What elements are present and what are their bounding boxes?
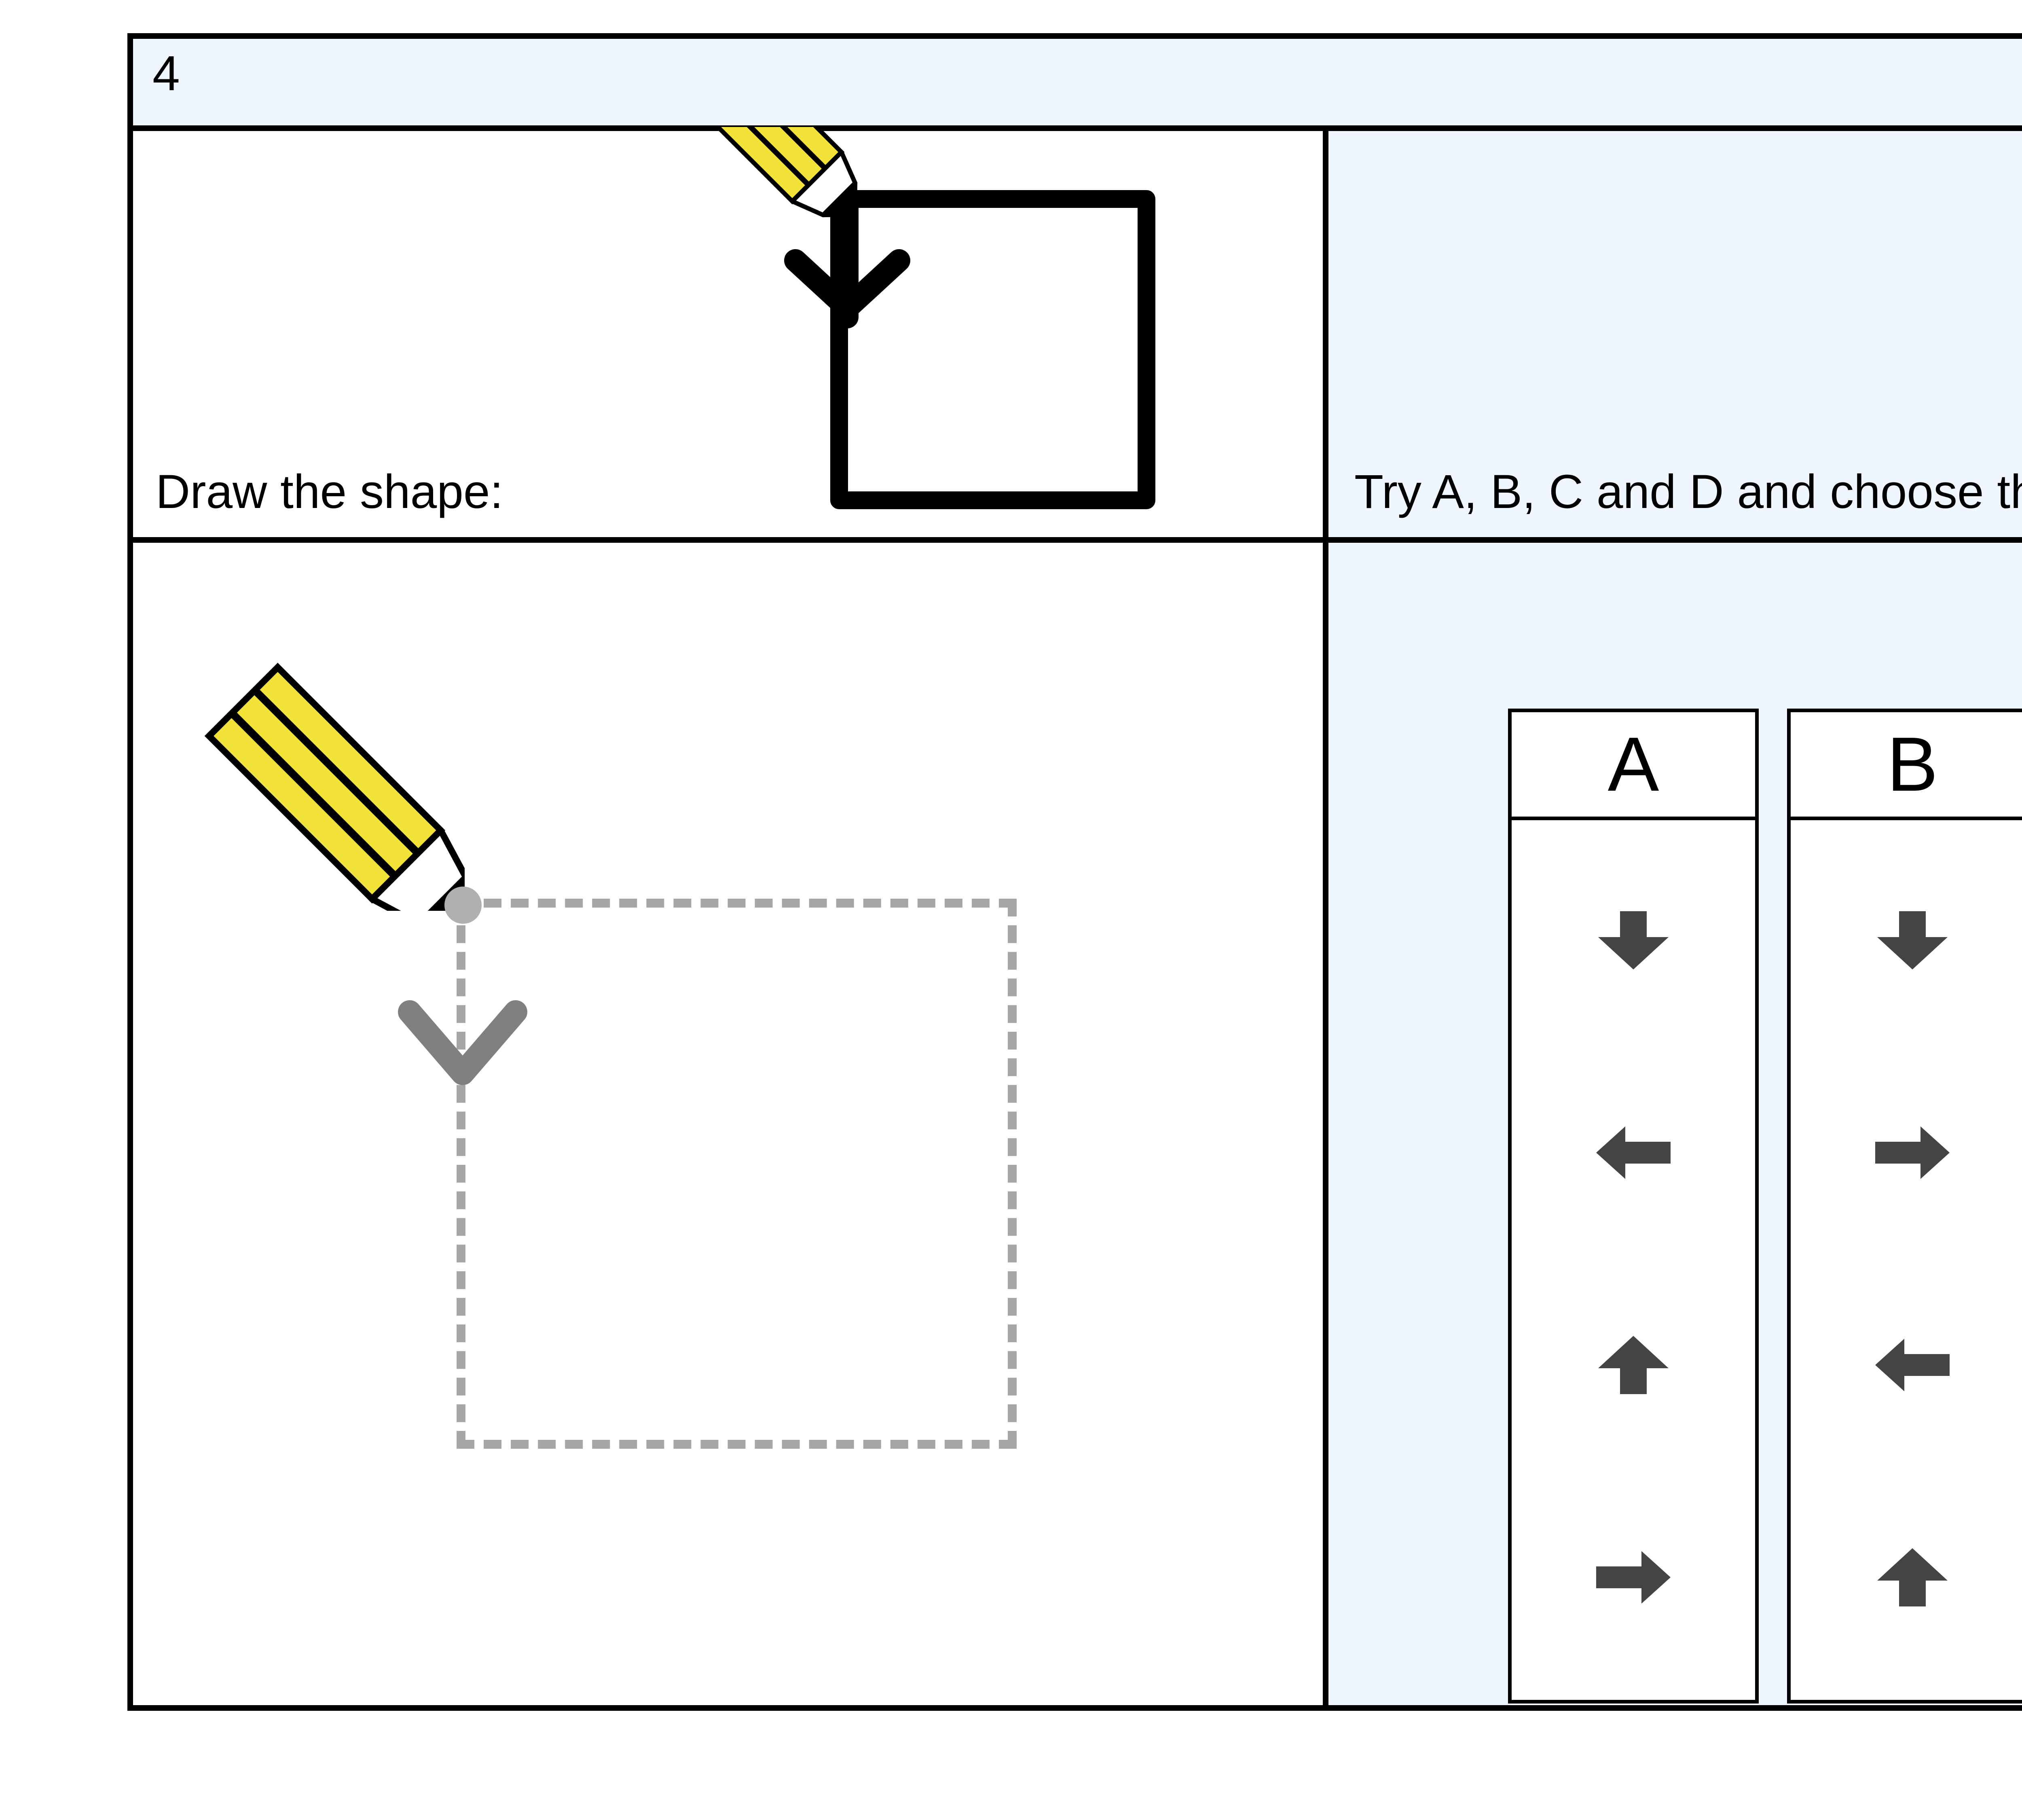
arrow-right — [1512, 1471, 1755, 1684]
arrow-up — [1512, 1259, 1755, 1471]
question-number: 4 — [152, 46, 180, 101]
start-point-dot — [444, 887, 482, 924]
prompt-instruction-cell: Try A, B, C and D and choose the correct… — [1328, 131, 2022, 537]
prompt-shape-cell: Draw the shape: — [133, 127, 1328, 537]
arrow-up — [1791, 1471, 2022, 1684]
dashed-guide-square — [457, 899, 1017, 1449]
chevron-down-icon — [398, 1000, 527, 1085]
arrow-left — [1512, 1046, 1755, 1259]
draw-the-shape-label: Draw the shape: — [156, 465, 503, 518]
choose-instruction-label: Try A, B, C and D and choose the correct… — [1354, 465, 2022, 518]
prompt-row: Draw the shape: Try A, B, C and D and ch… — [133, 127, 2022, 543]
pencil-drawing-square-icon — [683, 127, 1155, 509]
option-card-a[interactable]: A — [1508, 709, 1759, 1704]
arrow-down — [1791, 834, 2022, 1046]
arrow-down — [1512, 834, 1755, 1046]
worksheet-frame: 4 — [127, 33, 2022, 1711]
option-b-header: B — [1791, 712, 2022, 820]
option-b-arrows — [1791, 820, 2022, 1700]
work-row: A — [133, 543, 2022, 1705]
option-a-header: A — [1512, 712, 1755, 820]
arrow-right — [1791, 1046, 2022, 1259]
option-a-letter: A — [1607, 722, 1659, 807]
arrow-left — [1791, 1259, 2022, 1471]
option-card-b[interactable]: B — [1787, 709, 2022, 1704]
option-b-letter: B — [1887, 722, 1938, 807]
header-row: 4 — [133, 39, 2022, 131]
pencil-icon — [204, 662, 465, 911]
options-cards: A — [1508, 709, 2022, 1704]
drawing-canvas[interactable] — [133, 543, 1328, 1705]
option-a-arrows — [1512, 820, 1755, 1700]
options-panel: A — [1328, 543, 2022, 1705]
